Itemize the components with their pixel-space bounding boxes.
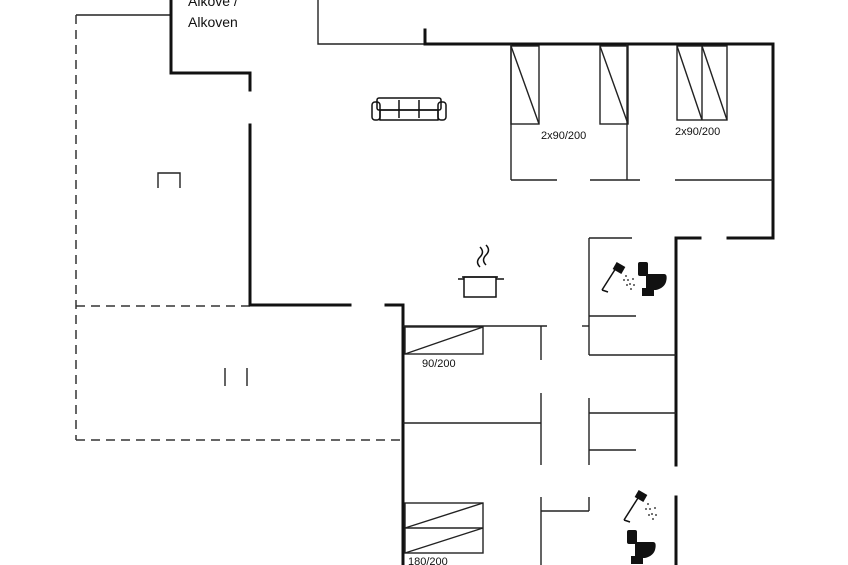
terrace-markers — [157, 172, 248, 386]
bed-single — [404, 326, 484, 355]
bed-double — [404, 502, 484, 554]
bed-label-3: 90/200 — [422, 358, 456, 370]
toilet-icon — [638, 262, 667, 296]
bed-label-1: 2x90/200 — [541, 130, 586, 142]
bed-top-left — [510, 45, 629, 125]
toilet-icon — [627, 530, 656, 564]
walls — [169, 0, 775, 565]
bed-label-4: 180/200 — [408, 556, 448, 565]
shower-icon — [601, 262, 635, 293]
terrace-outline — [75, 14, 402, 441]
bed-label-2: 2x90/200 — [675, 126, 720, 138]
alcove-label-line2: Alkoven — [188, 14, 238, 30]
partitions — [403, 44, 773, 565]
shower-icon — [623, 490, 657, 523]
alcove-label-line1: Alkove / — [188, 0, 238, 9]
bed-top-right — [676, 45, 728, 121]
cooking-pot-icon — [458, 244, 504, 298]
sofa-icon — [371, 97, 447, 121]
